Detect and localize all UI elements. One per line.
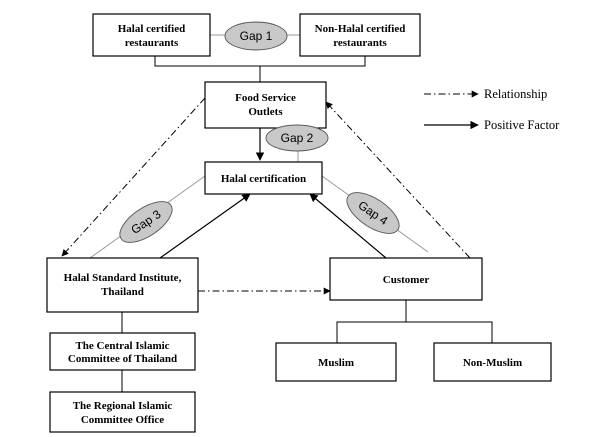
non-halal-restaurants-line1: Non-Halal certified bbox=[315, 23, 406, 35]
gap2-ellipse: Gap 2 bbox=[265, 124, 329, 152]
non-muslim-box: Non-Muslim bbox=[433, 342, 552, 382]
legend-relationship: Relationship bbox=[484, 87, 547, 101]
food-service-line1: Food Service bbox=[235, 92, 296, 104]
non-muslim-label: Non-Muslim bbox=[463, 357, 522, 369]
halal-restaurants-line2: restaurants bbox=[125, 37, 179, 49]
cicot-line1: The Central Islamic bbox=[75, 340, 169, 352]
gap2-label: Gap 2 bbox=[281, 131, 314, 145]
regional-line2: Committee Office bbox=[81, 414, 164, 426]
regional-box: The Regional Islamic Committee Office bbox=[49, 391, 196, 433]
halal-certification-box: Halal certification bbox=[204, 161, 323, 195]
customer-box: Customer bbox=[329, 257, 483, 301]
cicot-box: The Central Islamic Committee of Thailan… bbox=[49, 332, 196, 371]
hsi-box: Halal Standard Institute, Thailand bbox=[46, 257, 199, 313]
muslim-box: Muslim bbox=[275, 342, 397, 382]
non-halal-restaurants-line2: restaurants bbox=[333, 37, 387, 49]
hsi-line1: Halal Standard Institute, bbox=[64, 272, 182, 284]
gap1-ellipse: Gap 1 bbox=[224, 21, 288, 51]
muslim-label: Muslim bbox=[318, 357, 354, 369]
cicot-line2: Committee of Thailand bbox=[68, 353, 177, 365]
legend-positive-factor: Positive Factor bbox=[484, 118, 560, 132]
halal-restaurants-box: Halal certified restaurants bbox=[92, 13, 211, 57]
regional-line1: The Regional Islamic bbox=[73, 400, 173, 412]
hsi-line2: Thailand bbox=[101, 286, 144, 298]
non-halal-restaurants-box: Non-Halal certified restaurants bbox=[299, 13, 421, 57]
food-service-line2: Outlets bbox=[248, 106, 283, 118]
food-service-box: Food Service Outlets bbox=[204, 81, 327, 129]
legend: Relationship Positive Factor bbox=[424, 87, 560, 132]
customer-label: Customer bbox=[383, 274, 430, 286]
halal-certification-label: Halal certification bbox=[221, 173, 306, 185]
gap1-label: Gap 1 bbox=[240, 29, 273, 43]
gap4-ellipse: Gap 4 bbox=[346, 192, 400, 234]
halal-restaurants-line1: Halal certified bbox=[118, 23, 186, 35]
